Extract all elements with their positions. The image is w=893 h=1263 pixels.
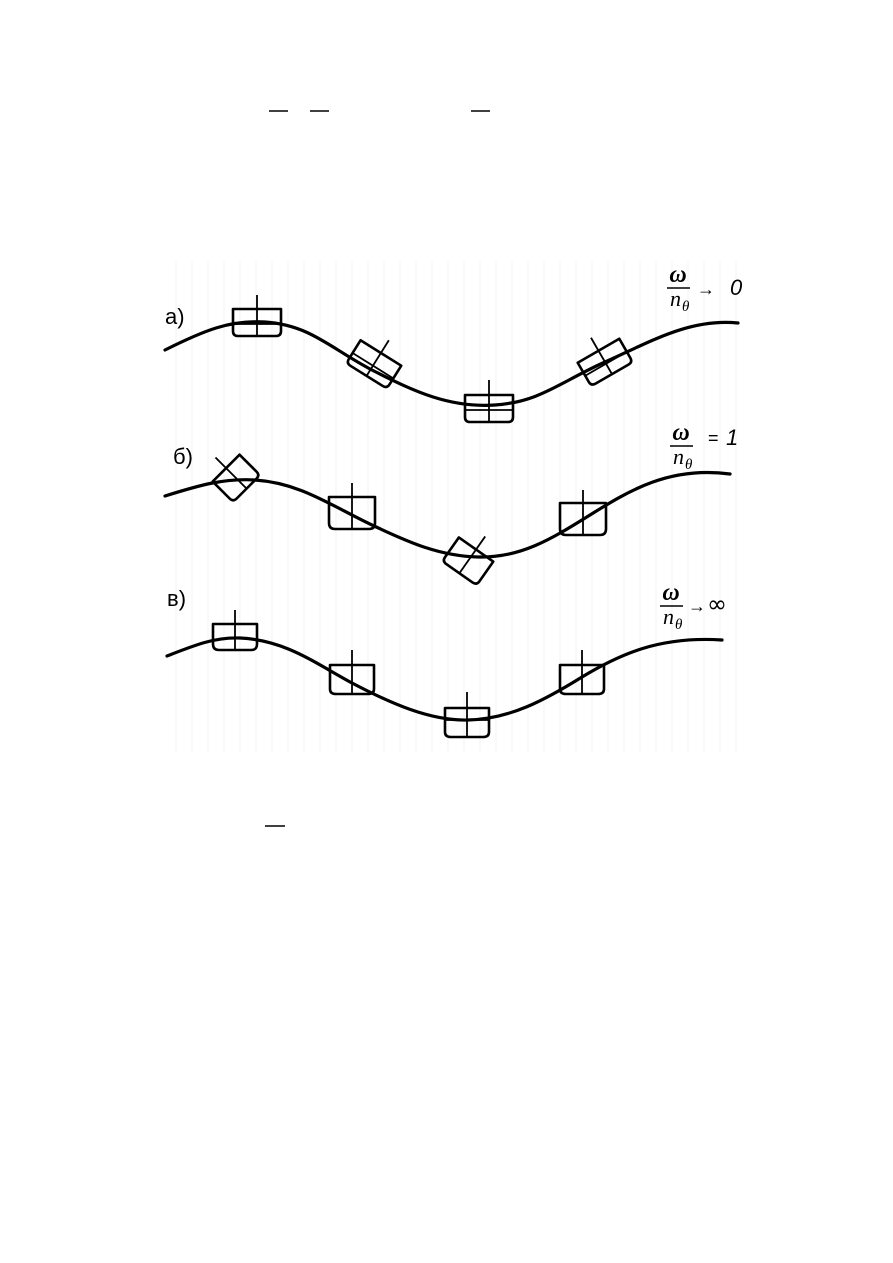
ship-hull-icon (558, 650, 606, 696)
ship-hull-icon (211, 610, 259, 652)
panel-label-a: а) (165, 304, 185, 329)
omega-numerator: ω (669, 262, 686, 288)
ship-hull-icon (442, 535, 495, 585)
arrow-relation: → (688, 596, 706, 616)
ship-hull-icon (327, 483, 377, 531)
panel-label-b: б) (173, 444, 193, 469)
limit-value: 1 (726, 425, 738, 450)
ratio-label-b: ω n θ = 1 (670, 420, 738, 473)
limit-value: 0 (730, 275, 743, 300)
equals-relation: = (708, 428, 719, 448)
ship-hull-icon (443, 692, 491, 739)
ratio-label-c: ω n θ → ∞ (660, 580, 727, 633)
ship-hull-icon (576, 337, 633, 386)
n-denominator: n (673, 444, 684, 469)
panel-label-c: в) (167, 586, 186, 611)
theta-subscript: θ (685, 457, 693, 473)
n-denominator: n (663, 604, 674, 629)
arrow-relation: → (697, 279, 715, 299)
n-denominator: n (670, 286, 681, 311)
ship-hull-icon (328, 650, 376, 696)
wave-profile-icon (163, 320, 740, 407)
ship-hull-icon (558, 490, 608, 537)
ship-hull-icon (211, 453, 260, 502)
theta-subscript: θ (675, 617, 683, 633)
omega-numerator: ω (662, 580, 679, 606)
panel-c: в) ω n θ → ∞ (165, 580, 727, 739)
omega-numerator: ω (672, 420, 689, 446)
ratio-label-a: ω n θ → 0 (667, 262, 743, 315)
infinity-value: ∞ (707, 590, 727, 618)
ship-hull-icon (463, 380, 515, 424)
stray-marks (265, 110, 490, 827)
ship-hull-icon (346, 338, 403, 389)
panel-a: а) ω n θ → 0 (163, 262, 743, 424)
ship-hull-icon (231, 295, 283, 338)
panel-b: б) ω n θ = 1 (163, 420, 738, 585)
theta-subscript: θ (682, 299, 690, 315)
wave-profile-icon (165, 636, 724, 722)
